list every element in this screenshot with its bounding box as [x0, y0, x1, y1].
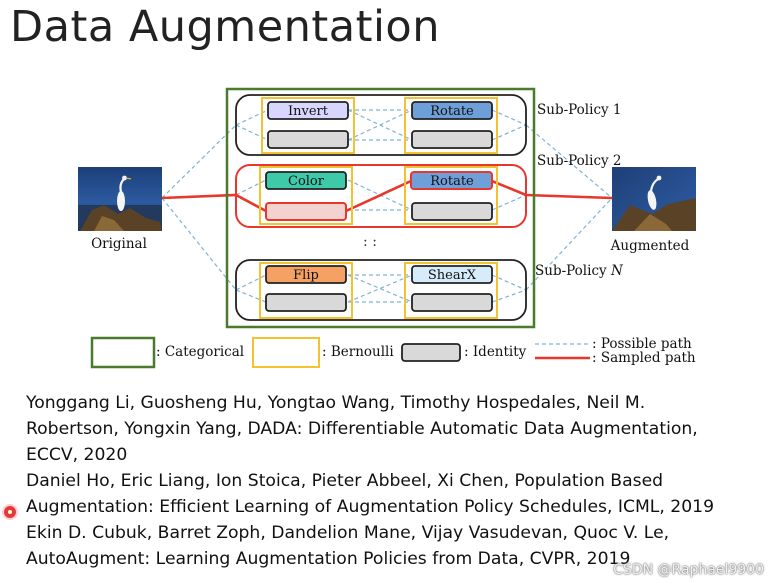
legend-categorical-label: : Categorical — [156, 344, 244, 360]
op-box-invert — [267, 101, 349, 120]
ellipsis: : : — [363, 234, 377, 250]
op-label-rotate-2: Rotate — [430, 174, 474, 189]
op-label-flip: Flip — [293, 268, 319, 283]
original-label: Original — [91, 236, 147, 252]
identity-box — [411, 202, 493, 221]
dada-diagram: Invert Rotate Color Rotate : : Flip Shea… — [78, 87, 696, 369]
sub-policy-n-label: Sub-Policy N — [535, 263, 624, 279]
bernoulli-box — [404, 262, 498, 319]
op-box-rotate — [411, 101, 493, 120]
reference-line: Ekin D. Cubuk, Barret Zoph, Dandelion Ma… — [26, 523, 670, 543]
reference-line: Augmentation: Efficient Learning of Augm… — [26, 497, 715, 517]
legend-possible-label: : Possible path — [592, 336, 692, 352]
op-label-rotate: Rotate — [430, 104, 474, 119]
sampled-path — [161, 179, 613, 213]
identity-box — [411, 293, 493, 312]
legend-identity-label: : Identity — [464, 344, 527, 360]
bernoulli-box — [259, 166, 353, 225]
identity-box — [265, 293, 347, 312]
original-image — [78, 167, 162, 231]
identity-box — [411, 130, 493, 149]
categorical-box — [225, 87, 536, 329]
bernoulli-box — [259, 262, 353, 319]
bernoulli-box — [404, 97, 498, 154]
legend-bernoulli-label: : Bernoulli — [322, 344, 394, 360]
sub-policy-n-box — [235, 259, 527, 321]
reference-line: Robertson, Yongxin Yang, DADA: Different… — [26, 419, 698, 439]
sub-policy-2-label: Sub-Policy 2 — [537, 153, 622, 169]
bernoulli-box — [404, 166, 498, 225]
reference-line: AutoAugment: Learning Augmentation Polic… — [26, 549, 631, 569]
watermark: CSDN @Raphael9900 — [613, 562, 764, 578]
reference-line: Yonggang Li, Guosheng Hu, Yongtao Wang, … — [26, 393, 646, 413]
augmented-image — [612, 167, 696, 231]
op-label-invert: Invert — [288, 104, 329, 119]
legend-sampled-label: : Sampled path — [592, 350, 696, 366]
legend: : Categorical : Bernoulli : Identity : P… — [90, 336, 696, 369]
op-box-rotate-selected — [410, 171, 493, 190]
legend-categorical-swatch — [90, 336, 156, 369]
slide-title: Data Augmentation — [10, 2, 440, 52]
op-label-color: Color — [288, 174, 325, 189]
op-box-flip — [265, 265, 347, 284]
augmented-label: Augmented — [610, 238, 690, 254]
legend-identity-swatch — [401, 343, 461, 362]
sub-policy-1-box — [235, 94, 527, 156]
reference-line: ECCV, 2020 — [26, 445, 128, 465]
bernoulli-box — [261, 97, 355, 154]
op-label-shearx: ShearX — [428, 268, 477, 283]
op-box-color — [265, 171, 347, 190]
sub-policy-2-box — [235, 164, 527, 228]
identity-box — [267, 130, 349, 149]
op-box-shearx — [411, 265, 493, 284]
identity-box-selected — [265, 202, 347, 221]
possible-paths — [161, 109, 613, 303]
references: Yonggang Li, Guosheng Hu, Yongtao Wang, … — [26, 390, 771, 572]
laser-pointer-icon — [4, 506, 16, 518]
reference-line: Daniel Ho, Eric Liang, Ion Stoica, Piete… — [26, 471, 664, 491]
sub-policy-1-label: Sub-Policy 1 — [537, 102, 622, 118]
legend-bernoulli-swatch — [252, 337, 320, 368]
